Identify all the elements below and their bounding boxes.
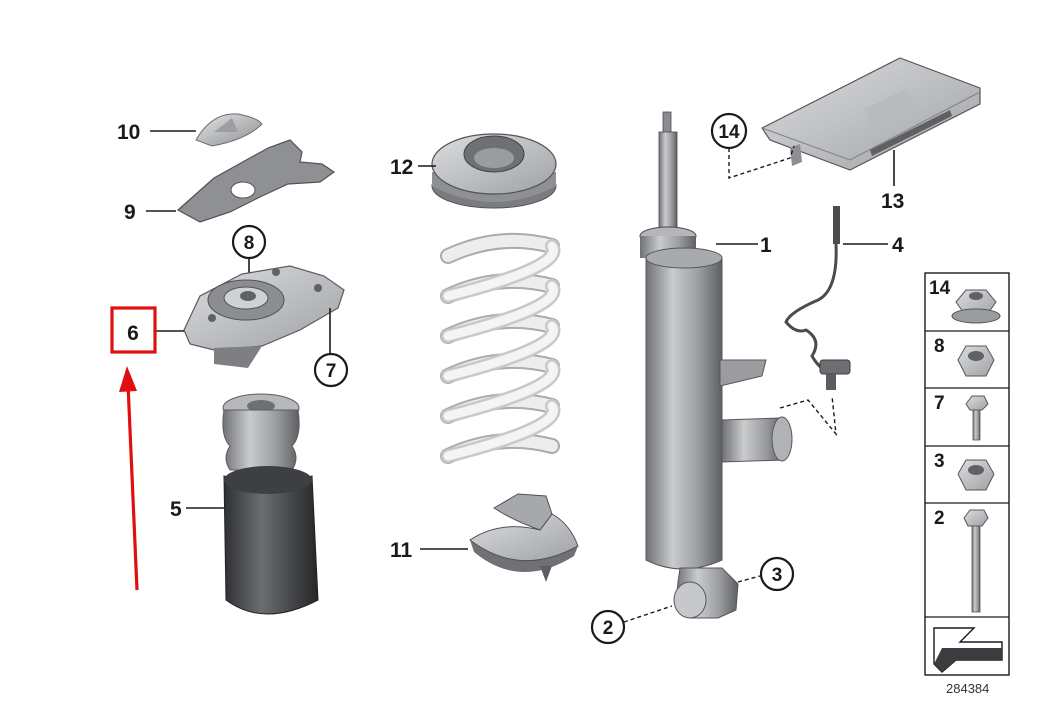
hex-nut-icon bbox=[957, 345, 995, 377]
legend-label-3: 3 bbox=[934, 451, 945, 472]
callout-2: 2 bbox=[603, 618, 614, 639]
callout-13: 13 bbox=[881, 190, 904, 213]
part-6-strut-mount bbox=[183, 265, 345, 368]
callout-2-circle bbox=[590, 609, 626, 645]
callout-4: 4 bbox=[892, 234, 904, 257]
callout-11: 11 bbox=[390, 539, 413, 562]
callout-12: 12 bbox=[390, 156, 413, 179]
legend-label-2: 2 bbox=[934, 508, 945, 529]
part-10-cap bbox=[195, 113, 263, 147]
callout-14: 14 bbox=[718, 122, 740, 143]
legend-label-8: 8 bbox=[934, 336, 945, 357]
callout-6-highlight-box bbox=[110, 306, 157, 354]
highlight-arrow bbox=[119, 366, 139, 591]
long-bolt-icon bbox=[963, 509, 989, 613]
diagram-reference-number: 284384 bbox=[946, 681, 989, 696]
sensor-mount-guide bbox=[779, 395, 837, 437]
callout-1: 1 bbox=[760, 234, 772, 257]
leader-3 bbox=[737, 575, 761, 583]
leader-14 bbox=[728, 145, 795, 179]
part-9-gasket bbox=[176, 139, 336, 223]
short-bolt-icon bbox=[965, 395, 989, 441]
nut-icon bbox=[957, 459, 995, 491]
part-5-bump-stop bbox=[222, 393, 319, 615]
direction-arrow-icon bbox=[933, 627, 1003, 673]
part-11-lower-spring-pad bbox=[469, 493, 579, 582]
callout-5: 5 bbox=[170, 498, 182, 521]
part-13-control-unit bbox=[761, 57, 981, 171]
coil-spring bbox=[440, 232, 561, 464]
callout-8: 8 bbox=[244, 233, 255, 254]
part-4-sensor-cable bbox=[784, 206, 851, 390]
callout-9: 9 bbox=[124, 201, 136, 224]
callout-10: 10 bbox=[117, 121, 140, 144]
part-12-spring-pad bbox=[431, 133, 557, 209]
callout-7: 7 bbox=[326, 361, 337, 382]
flange-nut-icon bbox=[951, 289, 1001, 324]
callout-3: 3 bbox=[772, 565, 783, 586]
legend-label-7: 7 bbox=[934, 393, 945, 414]
callout-6: 6 bbox=[127, 322, 139, 345]
callout-7-circle bbox=[313, 352, 349, 388]
part-1-shock-absorber bbox=[639, 111, 793, 619]
leader-2 bbox=[623, 605, 673, 623]
legend-label-14: 14 bbox=[929, 278, 951, 299]
callout-3-circle bbox=[759, 556, 795, 592]
hardware-legend: 14 8 7 3 2 bbox=[924, 272, 1010, 676]
